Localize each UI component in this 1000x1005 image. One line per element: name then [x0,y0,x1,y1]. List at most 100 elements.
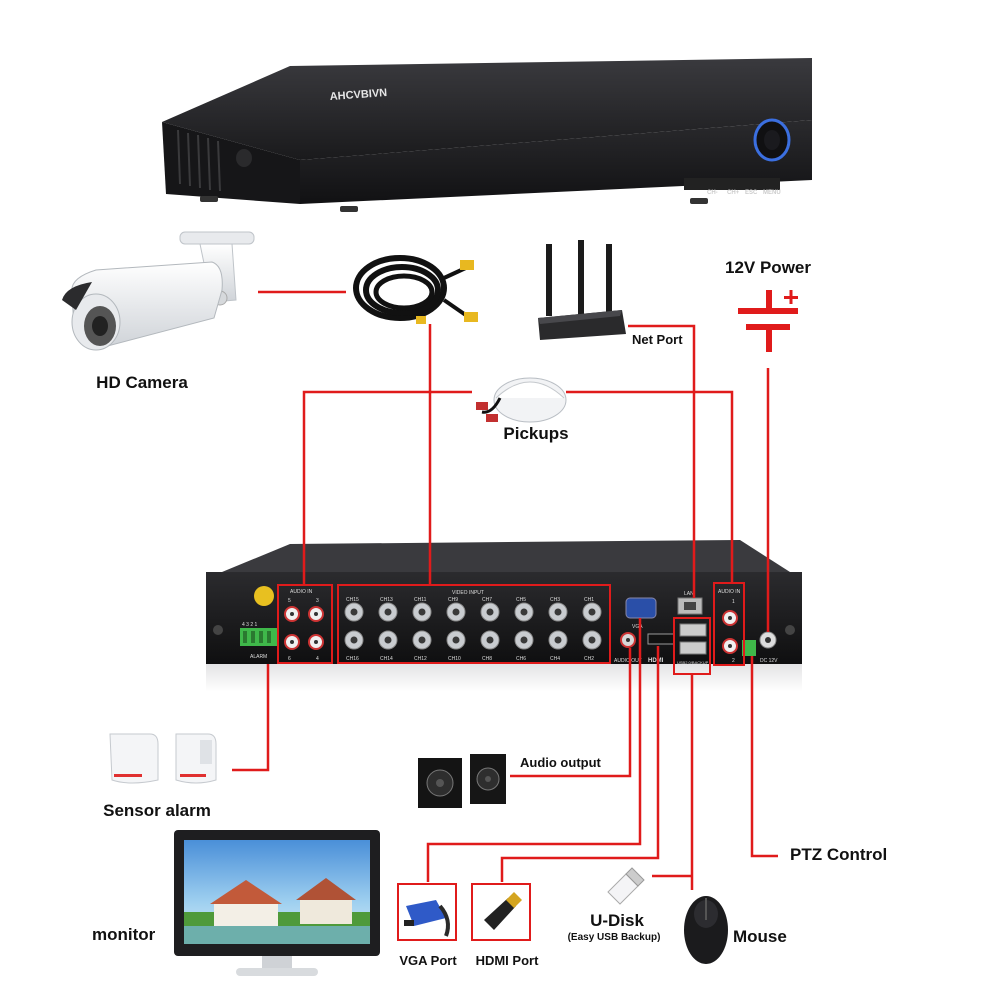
channel-label-ch3: CH3 [550,597,560,603]
channel-label-ch14: CH14 [380,656,393,662]
front-button-esc[interactable]: ESC [745,190,758,196]
bnc-pin [588,608,596,616]
channel-label-ch2: CH2 [584,656,594,662]
bnc-pin [520,636,528,644]
channel-label-ch16: CH16 [346,656,359,662]
dvr-rear-panel: 4 3 2 1 ALARM AUDIO IN 5 3 6 4 VIDEO INP… [206,540,802,692]
dvr-front-view: AHCVBIVN CH- CH+ ESC MENU [162,58,812,212]
channel-label-ch10: CH10 [448,656,461,662]
wire-audio-output [510,648,632,778]
usb-flash-drive-icon [607,867,645,905]
channel-label-ch7: CH7 [482,597,492,603]
video-input-highlight [337,584,611,664]
speaker-icon [418,754,506,808]
channel-label-ch15: CH15 [346,597,359,603]
pickup-microphone-icon [476,377,567,423]
wire-sensor-alarm [232,664,270,772]
bnc-pin [452,608,460,616]
hdmi-port-label: HDMI Port [475,953,539,968]
wire-ptz [750,656,778,858]
video-cable-icon [353,255,478,324]
rear-usb-port-2[interactable] [679,641,707,655]
pickups-label: Pickups [503,424,569,443]
video-input-label: VIDEO INPUT [452,590,484,596]
connection-wires [232,290,778,890]
bnc-pin [554,608,562,616]
hd-camera-icon [62,231,255,351]
rear-dc-label: DC 12V [760,658,778,664]
svg-text:3: 3 [316,598,319,604]
svg-text:5: 5 [288,598,291,604]
rear-hdmi-port[interactable] [647,633,675,645]
svg-text:4: 4 [316,656,319,662]
wire-net-port [628,324,696,598]
pir-sensor-icon [109,733,217,784]
mouse-icon [684,896,728,964]
rear-usb-label: USB2.0/BACKUP [677,660,709,665]
channel-label-ch4: CH4 [550,656,560,662]
bnc-pin [554,636,562,644]
bnc-pin [384,608,392,616]
channel-label-ch12: CH12 [414,656,427,662]
bnc-pin [384,636,392,644]
twelve-v-power-label: 12V Power [725,258,811,277]
bnc-pin [350,608,358,616]
rear-vga-port[interactable] [625,597,657,619]
svg-text:1: 1 [732,599,735,605]
mouse-label: Mouse [733,927,787,946]
audio-in-right-label: AUDIO IN [718,589,741,595]
rear-lan-label: LAN [684,591,694,597]
channel-label-ch9: CH9 [448,597,458,603]
bnc-pin [588,636,596,644]
channel-label-ch5: CH5 [516,597,526,603]
svg-text:2: 2 [732,658,735,664]
audio-in-right-highlight [713,582,745,666]
hdmi-connector-icon [471,883,531,941]
front-button-ch-minus[interactable]: CH- [707,190,718,196]
channel-label-ch13: CH13 [380,597,393,603]
audio-output-label: Audio output [520,755,601,770]
ptz-control-label: PTZ Control [790,845,888,864]
rear-rs485-terminal[interactable] [742,640,756,656]
side-screw-icon [236,149,252,167]
channel-label-ch1: CH1 [584,597,594,603]
channel-label-ch6: CH6 [516,656,526,662]
router-icon [538,240,626,340]
bnc-pin [486,608,494,616]
brand-logo: AHCVBIVN [329,87,387,103]
alarm-pin-numbers: 4 3 2 1 [242,622,258,628]
bnc-pin [452,636,460,644]
sensor-alarm-label: Sensor alarm [103,801,211,820]
hd-camera-label: HD Camera [96,373,188,392]
net-port-label: Net Port [632,332,683,347]
monitor-icon [174,830,380,976]
channel-label-ch8: CH8 [482,656,492,662]
bnc-pin [486,636,494,644]
vga-port-label: VGA Port [399,953,457,968]
bnc-pin [418,636,426,644]
wire-vga [426,618,642,882]
bnc-pin [418,608,426,616]
vga-connector-icon [397,883,457,941]
alarm-port-label: ALARM [250,654,267,660]
bnc-pin [520,608,528,616]
monitor-label: monitor [92,925,156,944]
wire-pickups-right [566,390,734,583]
rear-vga-label: VGA [632,624,643,630]
u-disk-note-label: (Easy USB Backup) [567,932,661,943]
wire-pickups-left [302,390,472,585]
channel-label-ch11: CH11 [414,597,427,603]
wire-hdmi [500,646,660,882]
highlight-boxes [277,582,745,675]
u-disk-label: U-Disk [590,911,644,930]
audio-in-left-label: AUDIO IN [290,589,313,595]
rear-usb-port-1[interactable] [679,623,707,637]
svg-text:6: 6 [288,656,291,662]
rear-audio-out-label: AUDIO OUT [614,658,642,664]
front-button-ch-plus[interactable]: CH+ [727,190,740,196]
front-button-menu[interactable]: MENU [763,190,781,196]
power-supply-icon [738,290,798,352]
